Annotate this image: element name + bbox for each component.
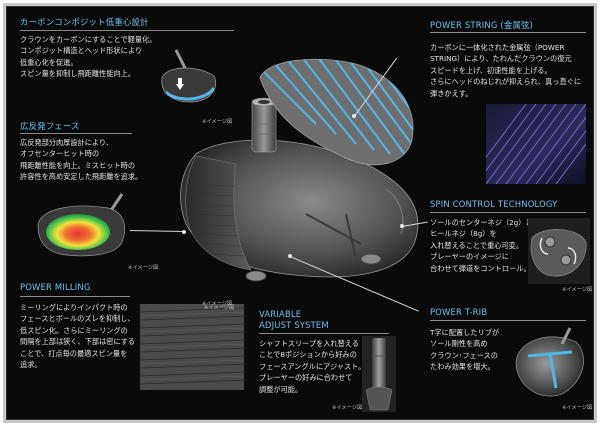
leader-dot-trib [288, 254, 292, 258]
string-texture-illustration [486, 104, 586, 184]
face-caption: ※イメージ図 [128, 265, 159, 271]
string-rule [430, 32, 586, 33]
trib-title: POWER T-RIB [430, 307, 488, 317]
face-title: 広反発フェース [20, 121, 80, 131]
milling-text: ミーリングによりインパクト時の フェースとボールのズレを抑制し、 低スピン化。さ… [20, 303, 136, 370]
sleeve-illustration [362, 336, 396, 412]
face-text: 広反発部分肉厚設計により、 オフセンターヒット時の 飛距離性能を向上。ミスヒット… [20, 138, 143, 182]
t-rib-illustration [515, 327, 584, 397]
trib-rule [430, 320, 586, 321]
low-cg-head-illustration [161, 49, 216, 103]
low-cg-title: カーボンコンポジット低重心設計 [20, 17, 149, 27]
adjust-caption: ※イメージ図 [332, 405, 363, 411]
leader-dot-face [182, 230, 186, 234]
face-heatmap-illustration [37, 193, 125, 257]
adjust-title-line2: ADJUST SYSTEM [259, 320, 329, 330]
string-title: POWER STRING (金属弦) [430, 20, 534, 30]
catalog-page: カーボンコンポジット低重心設計 クラウンをカーボンにすることで軽量化。 コンポジ… [3, 3, 597, 423]
trib-text: T字に配置したリブが ソール剛性を高め クラウン･フェースの たわみ効果を増大。 [430, 328, 500, 372]
leader-dot-string [352, 114, 356, 118]
spin-title: SPIN CONTROL TECHNOLOGY [430, 199, 558, 209]
milling-texture-illustration [140, 304, 244, 390]
spin-rule [430, 212, 586, 213]
low-cg-caption: ※イメージ図 [202, 119, 233, 125]
adjust-title-line1: VARIABLE [259, 309, 302, 319]
adjust-text: シャフトスリーブを入れ替える ことで8ポジションから好みの フェースアングルにア… [259, 339, 366, 394]
face-rule [20, 133, 132, 134]
main-caption: ※イメージ図 [202, 301, 233, 307]
low-cg-rule [20, 30, 234, 31]
spin-caption: ※イメージ図 [562, 287, 593, 293]
low-cg-text: クラウンをカーボンにすることで軽量化。 コンポジット構造とヘッド形状により 低重… [20, 35, 157, 79]
milling-rule [20, 296, 130, 297]
trib-caption: ※イメージ図 [562, 405, 593, 411]
leader-dot-spin [400, 224, 404, 228]
adjust-rule [259, 333, 389, 334]
milling-title: POWER MILLING [20, 282, 91, 292]
sole-screws-illustration [528, 218, 590, 284]
driver-head-illustration [180, 97, 419, 282]
string-text: カーボンに一体化された金属弦（POWER STRING）により、たわんだクラウン… [430, 43, 582, 98]
milling-caption: ※イメージ図 [204, 305, 235, 311]
spin-text: ソールのセンターネジ（2g）と ヒールネジ（8g）を 入れ替えることで重心可変。… [430, 218, 533, 273]
crown-string-illustration [259, 58, 414, 166]
